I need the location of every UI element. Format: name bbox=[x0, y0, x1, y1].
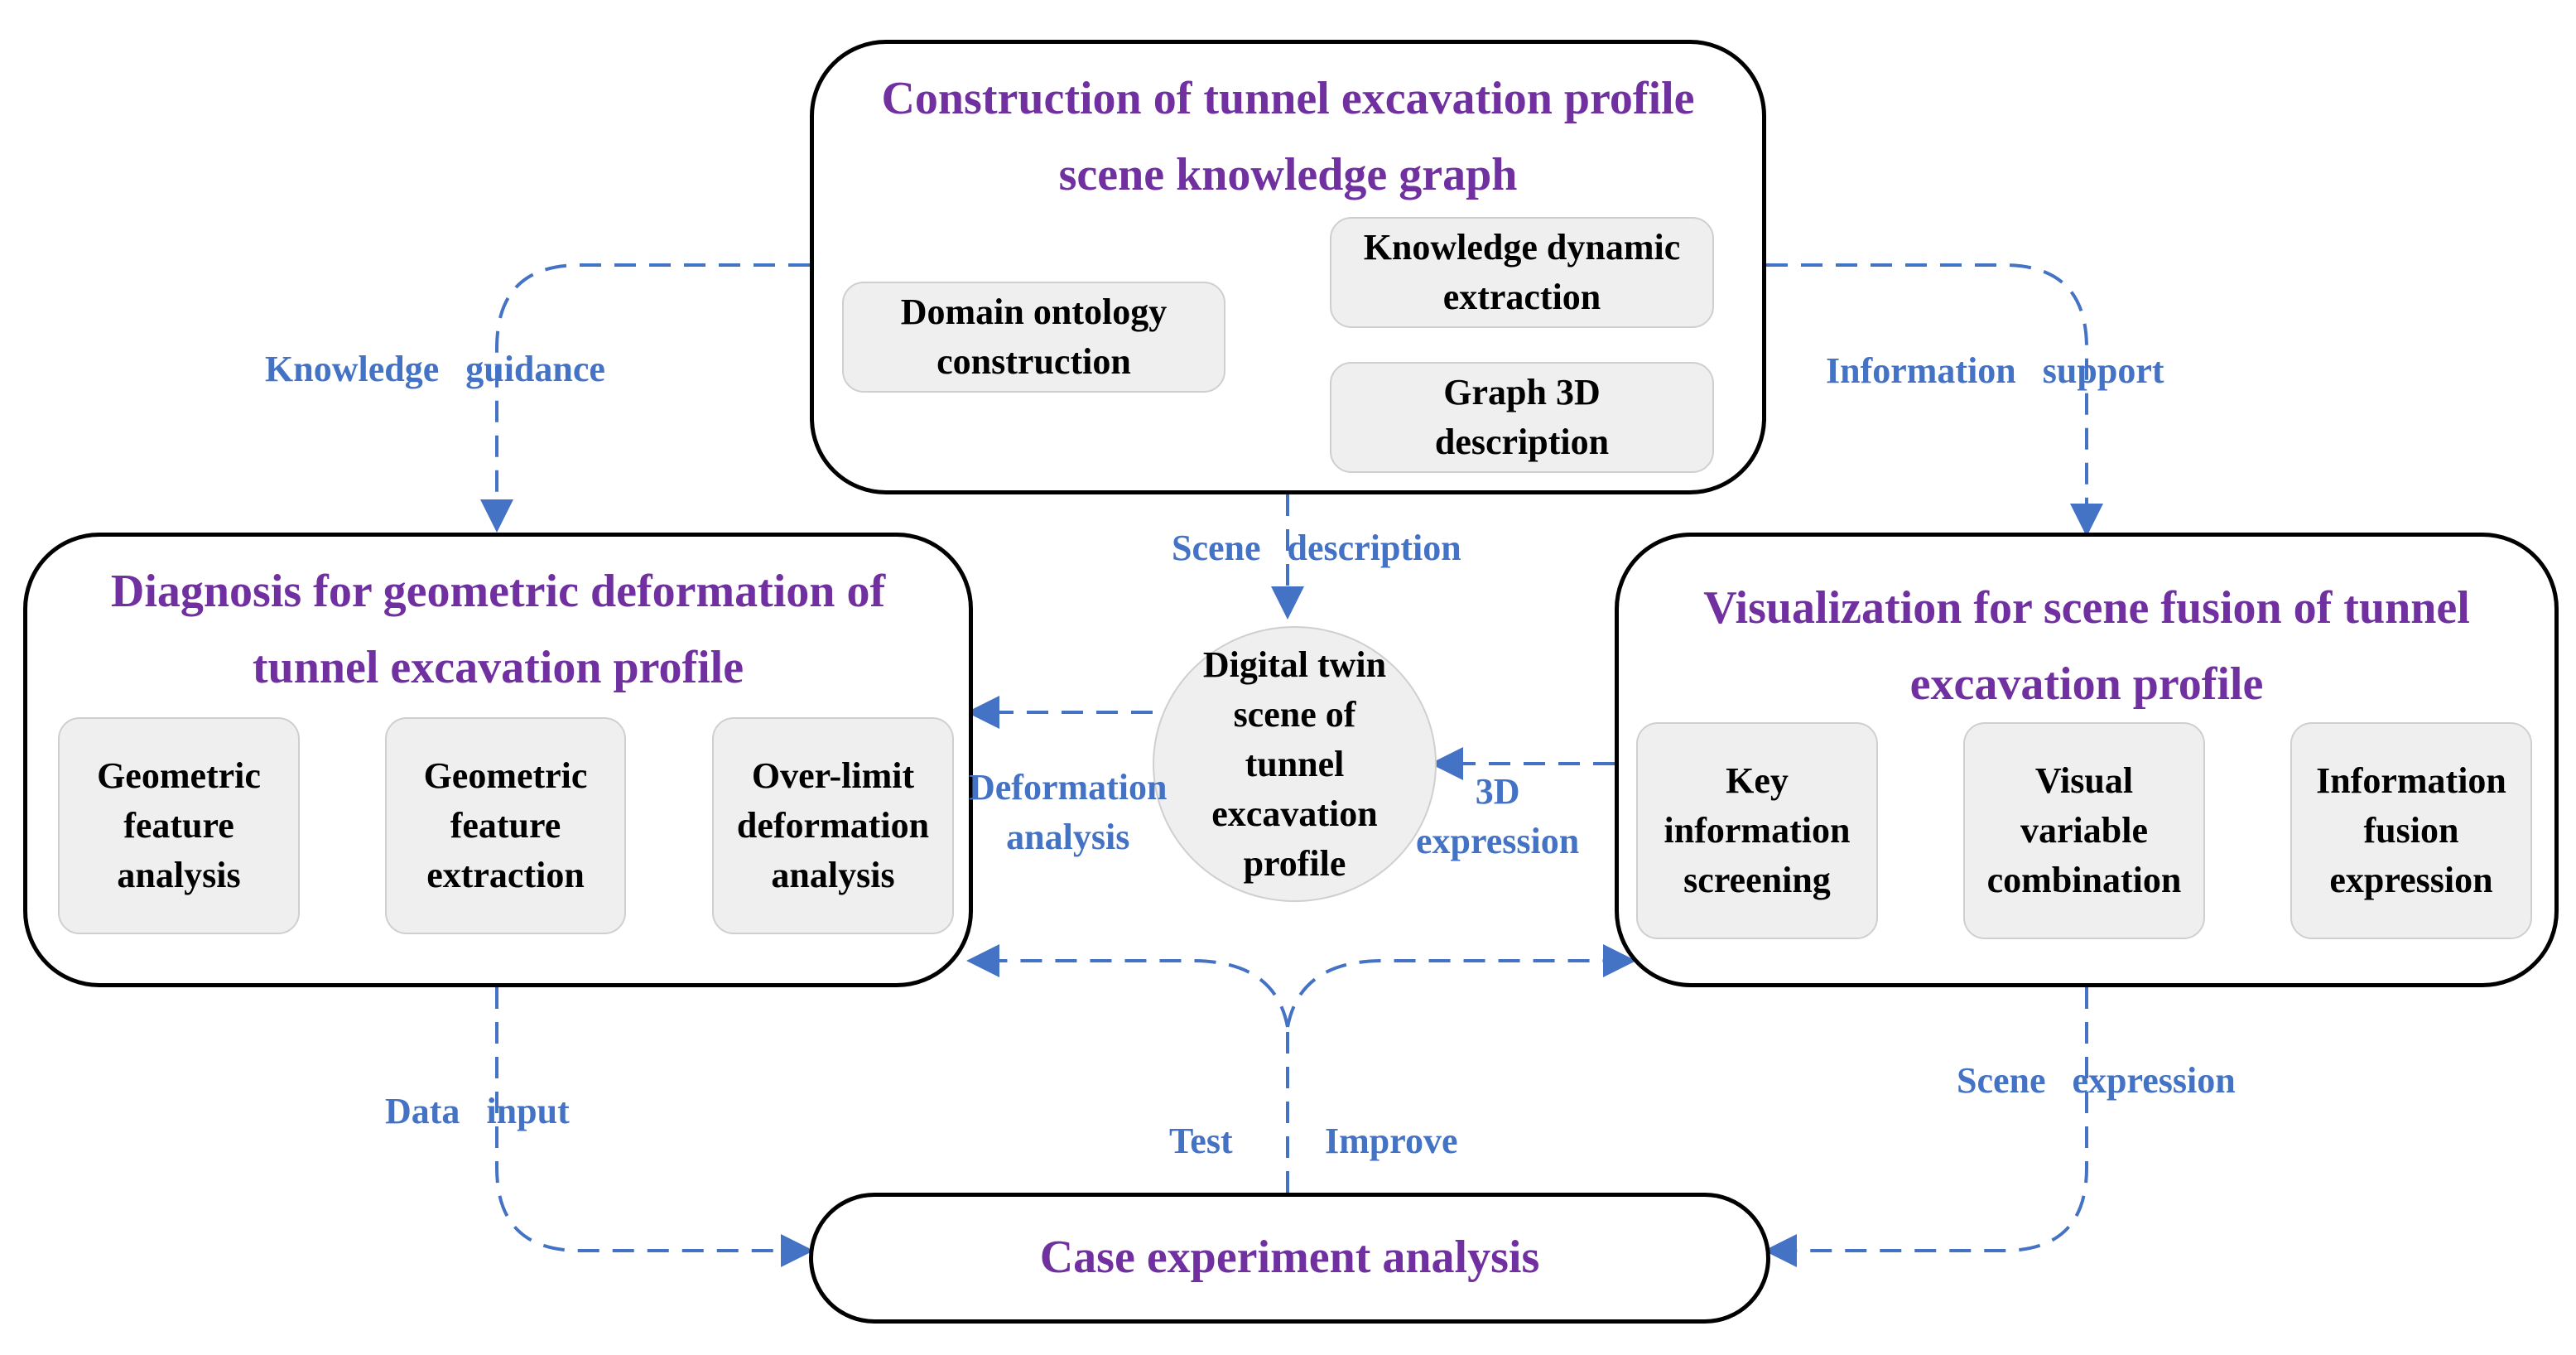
improve-feedback-connector bbox=[1286, 944, 1636, 1028]
knowledge-extraction-node: Knowledge dynamic extraction bbox=[1330, 217, 1714, 328]
graph-3d-node: Graph 3D description bbox=[1330, 362, 1714, 473]
geometric-feature-extraction-node: Geometric feature extraction bbox=[385, 717, 626, 934]
case-experiment-panel: Case experiment analysis bbox=[809, 1193, 1770, 1324]
visualization-title-line1: Visualization for scene fusion of tunnel bbox=[1703, 582, 2470, 634]
information-support-word2: support bbox=[2042, 350, 2164, 391]
information-support-label: Information support bbox=[1826, 346, 2164, 396]
diagnosis-title-line2: tunnel excavation profile bbox=[252, 642, 744, 693]
knowledge-guidance-word1: Knowledge bbox=[265, 349, 440, 389]
scene-description-label: Scene description bbox=[1172, 523, 1461, 573]
scene-expression-connector bbox=[1764, 987, 2088, 1267]
geometric-feature-analysis-node: Geometric feature analysis bbox=[58, 717, 300, 934]
improve-label: Improve bbox=[1325, 1121, 1458, 1161]
information-support-word1: Information bbox=[1826, 350, 2016, 391]
data-input-label: Data input bbox=[385, 1087, 570, 1136]
test-feedback-connector bbox=[966, 944, 1289, 1028]
digital-twin-node: Digital twin scene of tunnel excavation … bbox=[1153, 626, 1437, 902]
overlimit-deformation-node: Over-limit deformation analysis bbox=[712, 717, 954, 934]
information-support-connector bbox=[1766, 263, 2103, 537]
visual-variable-combination-node: Visual variable combination bbox=[1963, 722, 2205, 939]
expression-3d-label: 3D expression bbox=[1416, 771, 1580, 861]
case-experiment-title: Case experiment analysis bbox=[1039, 1232, 1540, 1283]
key-information-screening-node: Key information screening bbox=[1636, 722, 1878, 939]
construction-title-line2: scene knowledge graph bbox=[1058, 149, 1518, 200]
construction-title-line1: Construction of tunnel excavation profil… bbox=[881, 73, 1695, 124]
scene-expression-label: Scene expression bbox=[1957, 1056, 2236, 1106]
data-input-word1: Data bbox=[385, 1091, 460, 1131]
diagnosis-title-line1: Diagnosis for geometric deformation of bbox=[110, 566, 886, 617]
test-label: Test bbox=[1169, 1121, 1233, 1161]
information-fusion-expression-node: Information fusion expression bbox=[2290, 722, 2532, 939]
data-input-word2: input bbox=[486, 1091, 570, 1131]
scene-description-word1: Scene bbox=[1172, 528, 1261, 568]
knowledge-guidance-connector bbox=[480, 263, 810, 533]
scene-description-word2: description bbox=[1287, 528, 1461, 568]
domain-ontology-node: Domain ontology construction bbox=[842, 282, 1225, 393]
scene-expression-word2: expression bbox=[2072, 1060, 2236, 1101]
knowledge-guidance-label: Knowledge guidance bbox=[265, 345, 605, 394]
knowledge-guidance-word2: guidance bbox=[465, 349, 605, 389]
data-input-connector bbox=[495, 987, 814, 1267]
scene-expression-word1: Scene bbox=[1957, 1060, 2046, 1101]
visualization-title-line2: excavation profile bbox=[1909, 658, 2264, 710]
deformation-analysis-label: Deformation analysis bbox=[969, 767, 1168, 857]
